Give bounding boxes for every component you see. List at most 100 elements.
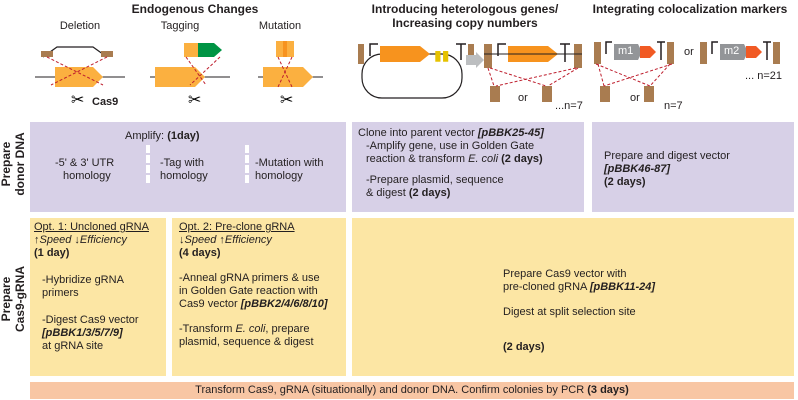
opt1-speed: ↑Speed ↓Efficiency	[34, 234, 127, 246]
opt1-days: (1 day)	[34, 247, 70, 259]
left-homology	[594, 42, 601, 64]
vector-line3: (2 days)	[604, 176, 646, 188]
scissors-icon: ✂	[71, 90, 84, 109]
heterologous-or: or	[518, 92, 528, 104]
amplify-gene-line2: reaction & transform E. coli (2 days)	[366, 153, 543, 165]
crossover-line	[649, 63, 671, 87]
crossover-line	[50, 56, 108, 86]
mut-line2: homology	[255, 170, 303, 182]
tag-line2: homology	[160, 170, 208, 182]
donor-tag: -Tag with homology	[160, 157, 208, 183]
opt2-anneal: -Anneal gRNA primers & use in Golden Gat…	[179, 272, 328, 310]
heterologous-plasmid: ▮▮	[358, 43, 474, 99]
divider	[146, 145, 150, 183]
homology-block	[184, 43, 198, 57]
prep-plasmid-line2: & digest (2 days)	[366, 187, 451, 199]
tag-arrow	[640, 46, 656, 58]
crossover-line	[597, 63, 605, 87]
opt2-title: Opt. 2: Pre-clone gRNA	[179, 221, 295, 233]
mutation-diagram: ✂	[258, 41, 323, 109]
crossover-line	[547, 67, 579, 87]
row-label-grna-line1: Prepare	[0, 276, 13, 322]
opt2-transform: -Transform E. coli, prepare plasmid, seq…	[179, 323, 314, 348]
bottom-text-main: Transform Cas9, gRNA (situationally) and…	[195, 384, 585, 396]
gene-arrow	[155, 67, 205, 87]
gene-arrow	[263, 67, 313, 87]
donor-amplify: Amplify: (1day)	[125, 130, 200, 143]
promoter-arrow	[369, 43, 378, 56]
header-coloc: Integrating colocalization markers	[592, 2, 788, 16]
marker-m1	[614, 44, 642, 60]
tag-green	[198, 43, 222, 57]
genomic-site-1	[490, 86, 500, 102]
grna-opt1-panel	[30, 218, 166, 376]
right-homology	[574, 44, 582, 68]
terminator	[657, 41, 665, 60]
label-deletion: Deletion	[59, 20, 101, 32]
divider	[245, 145, 249, 183]
row-label-grna-line2: Cas9-gRNA	[13, 266, 27, 333]
mut-line1: -Mutation with	[255, 157, 324, 169]
tagging-diagram: ✂	[150, 43, 230, 109]
utr-line2: homology	[63, 170, 111, 182]
opt2-days: (4 days)	[179, 247, 221, 259]
header-heterologous: Introducing heterologous genes/ Increasi…	[360, 2, 570, 30]
donor-coloc-text: Prepare and digest vector [pBBK46-87] (2…	[604, 150, 730, 189]
label-mutation: Mutation	[258, 20, 302, 32]
gene-arrow	[55, 67, 103, 87]
row-label-donor-line2: donor DNA	[13, 132, 27, 196]
right-line2: pre-cloned gRNA [pBBK11-24]	[503, 281, 656, 293]
tag-arrow	[746, 46, 762, 58]
opt1-hybridize: -Hybridize gRNA primers	[42, 274, 124, 299]
crossover-line	[46, 56, 104, 86]
coloc-m2-diagram	[700, 41, 780, 64]
promoter-arrow	[605, 41, 612, 54]
right-line4: (2 days)	[503, 341, 545, 353]
opt1-digest: -Digest Cas9 vector [pBBK1/3/5/7/9] at g…	[42, 314, 139, 352]
row-label-grna: Prepare Cas9-gRNA	[0, 264, 27, 334]
crossover-line	[489, 67, 547, 87]
vector-line1: Prepare and digest vector	[604, 150, 730, 162]
clone-line: Clone into parent vector [pBBK25-45]	[358, 127, 544, 139]
coloc-m2-label: m2	[724, 45, 740, 57]
heterologous-genome	[484, 43, 582, 102]
coloc-n21: ... n=21	[745, 70, 783, 82]
grna-opt2-text: Opt. 2: Pre-clone gRNA ↓Speed ↑Efficienc…	[179, 221, 347, 349]
right-line1: Prepare Cas9 vector with	[503, 268, 627, 280]
crossover-line	[185, 56, 207, 86]
transfer-arrow	[466, 52, 484, 68]
scissors-icon: ✂	[280, 90, 293, 109]
amplify-label: Amplify:	[125, 130, 165, 142]
grna-opt1-text: Opt. 1: Uncloned gRNA ↑Speed ↓Efficiency…	[34, 221, 164, 353]
terminator	[560, 43, 570, 62]
barcode-icon: ▮▮	[434, 48, 449, 64]
left-homology	[700, 42, 707, 64]
promoter-arrow	[711, 41, 718, 54]
header-heterologous-line1: Introducing heterologous genes/	[371, 2, 559, 16]
crossover-line	[277, 56, 293, 88]
crossover-line	[487, 67, 495, 87]
heterologous-n7: ...n=7	[555, 100, 583, 112]
terminator	[763, 41, 771, 60]
utr-line1: -5' & 3' UTR	[55, 157, 115, 169]
right-homology	[667, 42, 674, 64]
coloc-m1-label: m1	[618, 45, 634, 57]
crossover-line	[189, 56, 221, 86]
genomic-site-2	[542, 86, 552, 102]
amplify-days: (1day)	[167, 130, 200, 142]
donor-coloc-panel	[592, 122, 794, 212]
amplify-gene-line1: -Amplify gene, use in Golden Gate	[366, 140, 535, 152]
scissors-icon: ✂	[188, 90, 201, 109]
crossover-line	[603, 63, 673, 87]
header-heterologous-line2: Increasing copy numbers	[392, 16, 538, 30]
left-homology	[358, 44, 364, 64]
tag-line1: -Tag with	[160, 157, 205, 169]
donor-endogenous-panel	[30, 122, 346, 212]
deletion-diagram: ✂	[35, 46, 125, 109]
grna-opt2-panel	[172, 218, 346, 376]
grna-right-text: Prepare Cas9 vector with pre-cloned gRNA…	[503, 268, 763, 354]
header-endogenous: Endogenous Changes	[131, 2, 259, 16]
opt2-speed: ↓Speed ↑Efficiency	[179, 234, 272, 246]
coloc-or: or	[684, 46, 694, 58]
donor-heterologous-text: Clone into parent vector [pBBK25-45] -Am…	[358, 127, 584, 200]
